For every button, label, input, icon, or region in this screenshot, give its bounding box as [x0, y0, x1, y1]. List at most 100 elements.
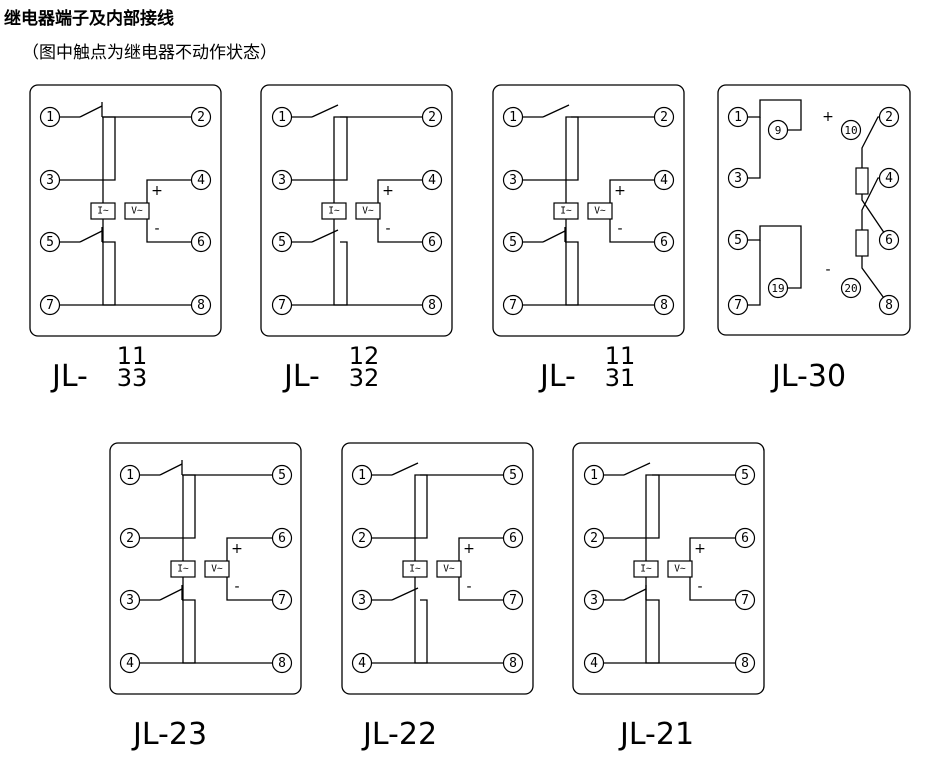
- model-top: 11: [605, 342, 636, 370]
- contact-blade: [391, 462, 419, 476]
- current-meter: I~: [633, 560, 659, 578]
- terminal-4: 4: [190, 169, 212, 191]
- contact-blade: [79, 230, 103, 243]
- contact-return: [140, 599, 196, 664]
- terminal-1: 1: [583, 464, 605, 486]
- terminal-label: 4: [358, 656, 366, 671]
- relay-frame: [492, 84, 685, 337]
- terminal-label: 3: [358, 593, 366, 608]
- voltage-plus-wire: [146, 179, 191, 203]
- terminal-label: 8: [509, 656, 517, 671]
- terminal-9: 9: [767, 119, 789, 141]
- terminal-circle: [734, 464, 756, 486]
- terminal-circle: [351, 464, 373, 486]
- terminal-circle: [271, 294, 293, 316]
- terminal-7: 7: [734, 589, 756, 611]
- contact-blade: [391, 587, 419, 601]
- voltage-meter-label: V~: [674, 564, 686, 575]
- current-meter-label: I~: [177, 564, 189, 575]
- terminal-7: 7: [502, 589, 524, 611]
- minus-sign: -: [385, 221, 390, 237]
- terminal-circle: [271, 231, 293, 253]
- contact-blade: [79, 105, 103, 118]
- terminal-label: 5: [509, 468, 517, 483]
- terminal-circle: [39, 294, 61, 316]
- terminal-2: 2: [421, 106, 443, 128]
- terminal-circle: [421, 294, 443, 316]
- voltage-meter-box: [355, 202, 381, 220]
- wire: [748, 240, 761, 306]
- terminal-label: 2: [126, 531, 134, 546]
- terminal-circle: [734, 589, 756, 611]
- terminal-label: 7: [278, 593, 286, 608]
- terminal-label: 4: [885, 171, 893, 186]
- terminal-label: 6: [428, 235, 436, 250]
- minus-sign: -: [825, 262, 830, 278]
- terminal-label: 5: [741, 468, 749, 483]
- terminal-3: 3: [583, 589, 605, 611]
- model-prefix: JL-: [282, 359, 320, 394]
- terminal-label: 8: [428, 298, 436, 313]
- terminal-5: 5: [727, 229, 749, 251]
- terminal-circle: [351, 652, 373, 674]
- contact-blade: [623, 462, 651, 476]
- terminal-circle: [502, 652, 524, 674]
- voltage-meter: V~: [355, 202, 381, 220]
- current-meter: I~: [170, 560, 196, 578]
- current-meter: I~: [553, 202, 579, 220]
- terminal-20: 20: [840, 277, 862, 299]
- relay-frame: [109, 442, 302, 695]
- terminal-7: 7: [271, 294, 293, 316]
- terminal-circle: [878, 294, 900, 316]
- terminal-3: 3: [727, 167, 749, 189]
- terminal-1: 1: [119, 464, 141, 486]
- voltage-minus-wire: [226, 577, 272, 601]
- model-prefix: JL-: [538, 359, 576, 394]
- terminal-label: 3: [590, 593, 598, 608]
- voltage-plus-wire: [689, 537, 735, 561]
- terminal-5: 5: [502, 464, 524, 486]
- terminal-label: 9: [775, 124, 782, 137]
- voltage-minus-wire: [377, 219, 422, 243]
- terminal-circle: [878, 167, 900, 189]
- current-meter-label: I~: [640, 564, 652, 575]
- current-meter-box: [90, 202, 116, 220]
- terminal-circle: [502, 106, 524, 128]
- contact-return: [523, 116, 579, 181]
- terminal-label: 1: [46, 110, 54, 125]
- terminal-label: 4: [660, 173, 668, 188]
- model-bottom: 32: [349, 364, 380, 392]
- terminal-circle: [119, 589, 141, 611]
- terminal-label: 2: [428, 110, 436, 125]
- voltage-meter-box: [587, 202, 613, 220]
- terminal-circle: [271, 652, 293, 674]
- terminal-label: 4: [428, 173, 436, 188]
- terminal-3: 3: [351, 589, 373, 611]
- plus-sign: +: [694, 541, 706, 557]
- relay-frame: [717, 84, 911, 336]
- terminal-circle: [727, 106, 749, 128]
- terminal-circle: [727, 229, 749, 251]
- terminal-label: 1: [126, 468, 134, 483]
- current-meter-box: [633, 560, 659, 578]
- terminal-7: 7: [502, 294, 524, 316]
- terminal-label: 1: [358, 468, 366, 483]
- coil-resistor: [855, 229, 869, 257]
- terminal-4: 4: [878, 167, 900, 189]
- terminal-4: 4: [421, 169, 443, 191]
- terminal-label: 19: [771, 282, 784, 295]
- model-top: 11: [117, 342, 148, 370]
- current-meter-box: [553, 202, 579, 220]
- terminal-circle: [421, 106, 443, 128]
- terminal-label: 5: [278, 235, 286, 250]
- contact-return: [60, 241, 116, 306]
- terminal-label: 10: [844, 124, 857, 137]
- terminal-circle: [190, 169, 212, 191]
- terminal-5: 5: [271, 464, 293, 486]
- terminal-circle: [502, 464, 524, 486]
- terminal-circle: [271, 464, 293, 486]
- terminal-6: 6: [271, 527, 293, 549]
- voltage-minus-wire: [689, 577, 735, 601]
